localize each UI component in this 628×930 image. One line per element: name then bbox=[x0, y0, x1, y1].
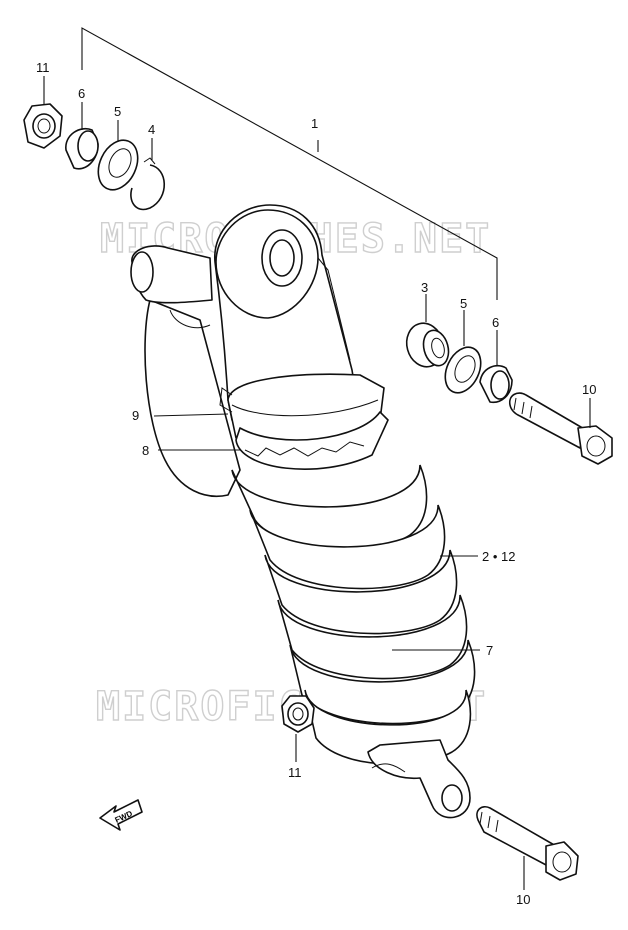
part-6-right-collar bbox=[479, 364, 513, 404]
part-11-bottom-nut bbox=[281, 695, 315, 733]
callout-11-top: 11 bbox=[36, 60, 50, 75]
part-5-top-washer bbox=[97, 139, 139, 191]
leader-lines bbox=[43, 76, 591, 890]
assembly-bracket bbox=[81, 27, 498, 300]
callout-5-right: 5 bbox=[460, 296, 467, 311]
fwd-direction-badge: FWD bbox=[99, 799, 143, 831]
part-5-right-washer bbox=[444, 346, 482, 394]
part-11-top-nut bbox=[23, 103, 63, 149]
callout-6-right: 6 bbox=[492, 315, 499, 330]
callout-6-top: 6 bbox=[78, 86, 85, 101]
part-6-top-collar bbox=[65, 128, 99, 170]
part-10-upper-bolt bbox=[508, 392, 613, 465]
callout-5-top: 5 bbox=[114, 104, 121, 119]
callout-8: 8 bbox=[142, 443, 149, 458]
part-3-bearing bbox=[405, 322, 450, 368]
callout-1: 1 bbox=[311, 116, 318, 131]
callout-11-bottom: 11 bbox=[288, 765, 302, 780]
callout-3: 3 bbox=[421, 280, 428, 295]
callout-2-12: 2 • 12 bbox=[482, 549, 515, 564]
adjuster-ring bbox=[235, 411, 389, 470]
callout-10-upper: 10 bbox=[582, 382, 596, 397]
callout-9: 9 bbox=[132, 408, 139, 423]
callout-10-lower: 10 bbox=[516, 892, 530, 907]
part-4-snap-ring bbox=[130, 157, 165, 211]
callout-4: 4 bbox=[148, 122, 155, 137]
reservoir bbox=[130, 245, 241, 497]
callout-labels: 1 2 • 12 3 4 5 5 6 6 7 8 9 10 10 11 11 bbox=[36, 60, 596, 907]
callout-7: 7 bbox=[486, 643, 493, 658]
part-10-lower-bolt bbox=[476, 805, 579, 881]
lower-mount bbox=[367, 739, 471, 819]
